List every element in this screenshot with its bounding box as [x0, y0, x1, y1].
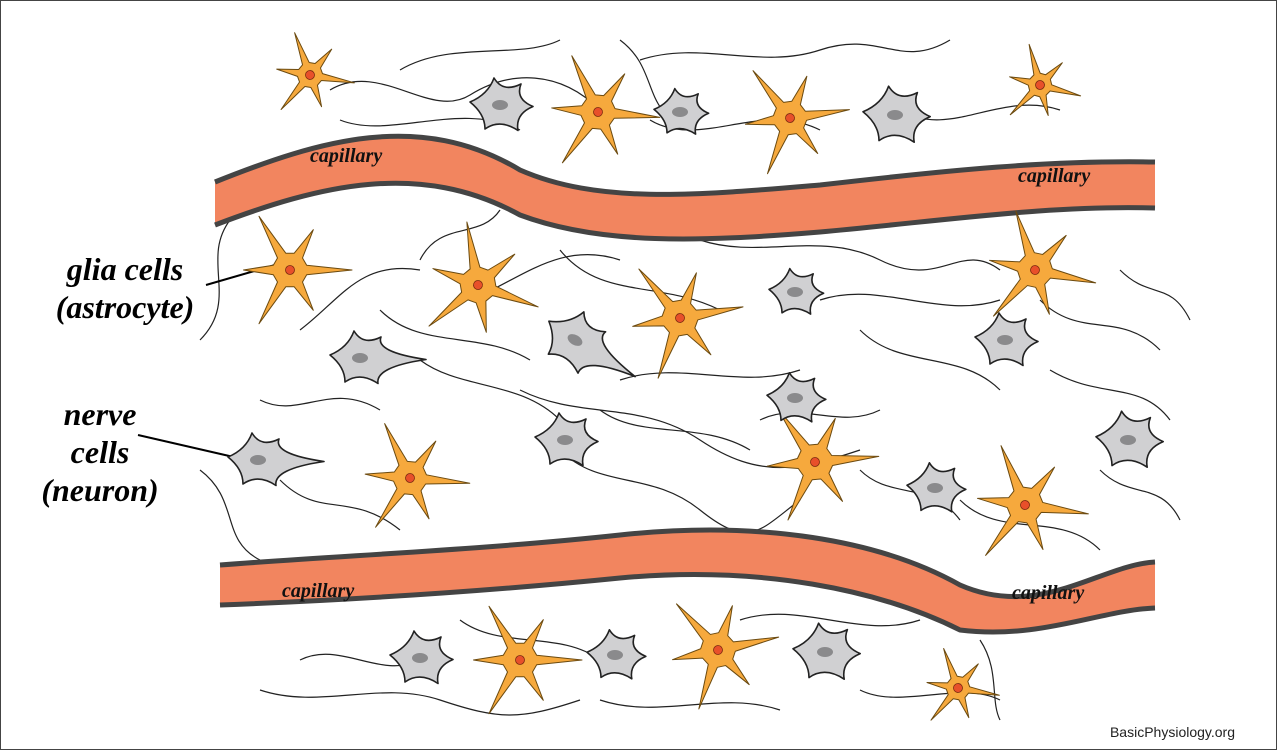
astrocyte-nucleus: [1020, 500, 1030, 510]
astrocyte-cell: [744, 70, 850, 175]
astrocyte-nucleus: [810, 457, 820, 467]
credit-text: BasicPhysiology.org: [1109, 724, 1235, 740]
astrocyte-nucleus: [953, 683, 963, 693]
neuron-nucleus: [557, 435, 573, 445]
neuron-nucleus: [607, 650, 623, 660]
neuron-nucleus: [672, 107, 688, 117]
capillary-upper: [214, 133, 1156, 242]
neuron-body: [227, 432, 325, 487]
astrocyte-cell: [473, 605, 583, 715]
neuron-cell: [906, 462, 967, 513]
neuron-nucleus: [250, 455, 266, 465]
astrocyte-cell: [243, 215, 353, 325]
glia-label-line2: (astrocyte): [55, 289, 195, 325]
astrocyte-body: [276, 32, 355, 111]
astrocyte-nucleus: [593, 107, 603, 117]
astrocyte-body: [989, 210, 1097, 317]
astrocyte-body: [473, 605, 583, 715]
glia-label-line1: glia cells: [66, 251, 184, 287]
astrocyte-nucleus: [1030, 265, 1040, 275]
capillary-upper-body: [215, 136, 1155, 239]
astrocyte-nucleus: [405, 473, 415, 483]
neuron-cell: [974, 312, 1039, 367]
neuron-cell: [227, 432, 325, 487]
astrocyte-cell: [364, 423, 471, 528]
capillary-label-upper-right: capillary: [1018, 165, 1091, 187]
astrocyte-body: [926, 648, 1000, 721]
neuron-cell: [547, 311, 636, 378]
neuron-cell: [1095, 410, 1164, 468]
neuron-nucleus: [352, 353, 368, 363]
astrocyte-body: [364, 423, 471, 528]
astrocyte-cell: [766, 409, 880, 521]
astrocyte-body: [672, 603, 780, 710]
neuron-cell: [389, 630, 454, 685]
astrocyte-nucleus: [473, 280, 483, 290]
capillary-lower-body: [220, 530, 1155, 633]
neuron-nucleus: [492, 100, 508, 110]
astrocyte-cell: [926, 648, 1000, 721]
astrocyte-body: [428, 221, 539, 333]
astrocytes: [243, 32, 1097, 721]
neuron-cell: [653, 87, 710, 135]
nerve-pointer-line: [137, 434, 239, 459]
nerve-label-line2: cells: [70, 434, 130, 470]
capillary-lower: [219, 527, 1156, 635]
neuron-cell: [534, 412, 599, 467]
neuron-cell: [586, 629, 647, 680]
neurons: [227, 77, 1164, 685]
astrocyte-body: [632, 268, 744, 379]
astrocyte-cell: [989, 210, 1097, 317]
astrocyte-body: [1009, 43, 1082, 116]
neuron-body: [329, 330, 427, 385]
neuron-cell: [469, 77, 534, 132]
astrocyte-cell: [672, 603, 780, 710]
neuron-nucleus: [817, 647, 833, 657]
astrocyte-cell: [976, 445, 1089, 556]
astrocyte-body: [551, 55, 661, 164]
capillary-label-lower-left: capillary: [282, 580, 355, 602]
neuron-nucleus: [1120, 435, 1136, 445]
astrocyte-cell: [551, 55, 661, 164]
neuron-nucleus: [412, 653, 428, 663]
astrocyte-body: [243, 215, 353, 325]
astrocyte-cell: [276, 32, 355, 111]
astrocyte-nucleus: [515, 655, 525, 665]
neuron-cell: [329, 330, 427, 385]
astrocyte-cell: [428, 221, 539, 333]
astrocyte-body: [976, 445, 1089, 556]
neuron-nucleus: [997, 335, 1013, 345]
astrocyte-body: [744, 70, 850, 175]
neuron-nucleus: [567, 334, 583, 346]
astrocyte-nucleus: [675, 313, 685, 323]
astrocyte-nucleus: [785, 113, 795, 123]
glia-label: glia cells (astrocyte): [30, 250, 220, 326]
capillary-label-lower-right: capillary: [1012, 582, 1085, 604]
neuron-cell: [766, 372, 827, 423]
astrocyte-nucleus: [285, 265, 295, 275]
nerve-label: nerve cells (neuron): [30, 395, 170, 509]
neuron-cell: [768, 267, 825, 315]
neuron-nucleus: [887, 110, 903, 120]
astrocyte-nucleus: [305, 70, 315, 80]
neuron-nucleus: [787, 393, 803, 403]
nerve-label-line3: (neuron): [41, 472, 159, 508]
neuron-nucleus: [927, 483, 943, 493]
neuron-nucleus: [787, 287, 803, 297]
astrocyte-nucleus: [1035, 80, 1045, 90]
neuron-cell: [862, 85, 931, 143]
capillary-label-upper-left: capillary: [310, 145, 383, 167]
neuron-cell: [792, 622, 861, 680]
astrocyte-cell: [632, 268, 744, 379]
neuron-body: [547, 311, 636, 378]
astrocyte-nucleus: [713, 645, 723, 655]
astrocyte-cell: [1009, 43, 1082, 116]
nerve-label-line1: nerve: [63, 396, 137, 432]
astrocyte-body: [766, 409, 880, 521]
